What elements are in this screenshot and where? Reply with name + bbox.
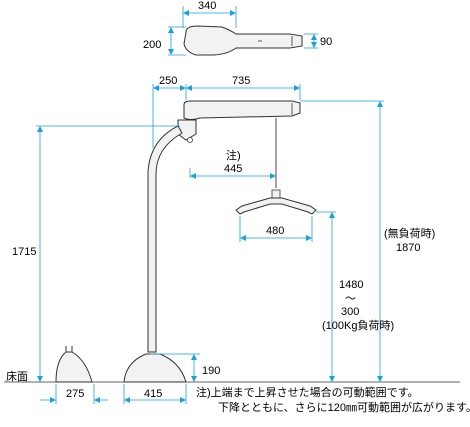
foot-piece (55, 346, 93, 383)
footnote-line-1: 注)上端まで上昇させた場合の可動範囲です。 (196, 387, 419, 399)
footnote-line-2: 下降とともに、さらに120㎜可動範囲が広がります。 (218, 402, 470, 414)
label-1870: 1870 (396, 242, 420, 254)
dim-arm-offset: 250 (152, 75, 187, 148)
hoist-top-view (183, 25, 303, 56)
arm-side-view (177, 100, 301, 143)
label-1715: 1715 (12, 246, 36, 258)
dim-max-height: (無負荷時) 1870 (300, 100, 435, 382)
dim-hoist-height: 90 (304, 33, 332, 49)
dim-foot-width: 275 (40, 384, 108, 404)
label-445-note: 注) (226, 148, 241, 162)
label-1480: 1480 (339, 279, 363, 291)
floor-label: 床面 (6, 369, 28, 383)
dim-arm-length: 735 (186, 75, 301, 100)
label-200: 200 (143, 39, 161, 51)
label-300: 300 (341, 306, 359, 318)
label-445: 445 (224, 163, 242, 175)
dim-base-height: 190 (150, 353, 220, 382)
dim-hanger-offset: 注) 445 (189, 148, 276, 179)
column (147, 125, 183, 353)
label-415: 415 (144, 388, 162, 400)
label-90: 90 (320, 36, 332, 48)
label-275: 275 (66, 388, 84, 400)
dim-hanger-width: 480 (239, 216, 313, 242)
hanger-assembly (235, 118, 317, 215)
label-340: 340 (198, 0, 216, 12)
label-480: 480 (266, 225, 284, 237)
dim-base-width: 415 (123, 384, 187, 404)
label-190: 190 (202, 365, 220, 377)
label-1870-note: (無負荷時) (384, 226, 435, 240)
dim-lift-range: 1480 〜 300 (100Kg負荷時) (316, 211, 394, 382)
base (123, 353, 187, 383)
label-250: 250 (159, 75, 177, 87)
label-735: 735 (232, 75, 250, 87)
dim-hoist-depth: 200 (143, 26, 186, 56)
dim-column-height: 1715 (12, 125, 180, 382)
label-range-sep: 〜 (345, 293, 356, 305)
dim-hoist-top-width: 340 (182, 0, 237, 28)
label-100kg: (100Kg負荷時) (322, 319, 394, 332)
footnote: 注)上端まで上昇させた場合の可動範囲です。 下降とともに、さらに120㎜可動範囲… (196, 386, 470, 416)
